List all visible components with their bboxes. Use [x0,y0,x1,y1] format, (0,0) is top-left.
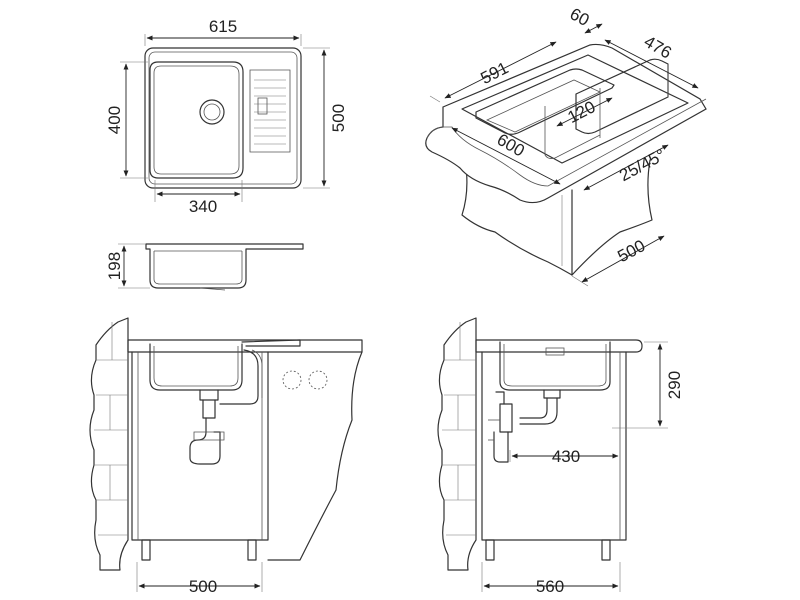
drain-inner [203,103,221,121]
drain-icon [199,99,225,125]
top-view: 615 500 400 340 [105,17,348,216]
siphon-nut [193,431,225,441]
drainer-board [249,69,291,153]
worktop-slab [425,43,707,204]
dim-bowl-height: 400 [105,106,124,134]
sink-rim [148,51,298,185]
leg-side-left [485,539,495,561]
overflow-slot-icon [545,347,565,356]
sink-outline [144,47,302,189]
leg-right [247,539,257,561]
leg-side-right [601,539,611,561]
dim-front-cabinet: 500 [189,577,217,596]
dim-side-cabinet: 560 [536,577,564,596]
bowl-inner [153,65,240,175]
cabinet-wave-front [461,159,573,276]
leg-left [141,539,151,561]
side-cabinet-view: 290 430 560 [437,317,684,596]
dim-side-drain: 430 [552,447,580,466]
dim-top-width: 615 [209,17,237,36]
worktop-side [475,339,643,353]
dim-iso-lip: 60 [567,4,593,30]
dim-top-height: 500 [329,104,348,132]
tap-hole-2 [308,370,328,390]
front-cabinet-view: 500 [89,317,363,596]
dim-iso-cabinet: 500 [614,236,648,266]
dim-side-drop: 290 [665,371,684,399]
dim-side-depth: 198 [105,252,124,280]
bowl-outline [149,61,244,179]
dim-bowl-width: 340 [189,197,217,216]
overflow-hose [219,349,259,405]
brick-wall-side [437,317,477,571]
front-bowl [149,343,243,391]
section-profile [145,243,304,289]
brick-wall [89,317,129,571]
dim-iso-depth: 476 [641,32,675,63]
overflow-icon [257,97,268,115]
side-section-view: 198 [105,243,304,291]
tap-hole-1 [282,370,302,390]
isometric-view: 60 591 476 120 600 25/45° 500 [425,4,707,287]
side-bowl [499,341,611,391]
wall-connector [499,403,513,433]
